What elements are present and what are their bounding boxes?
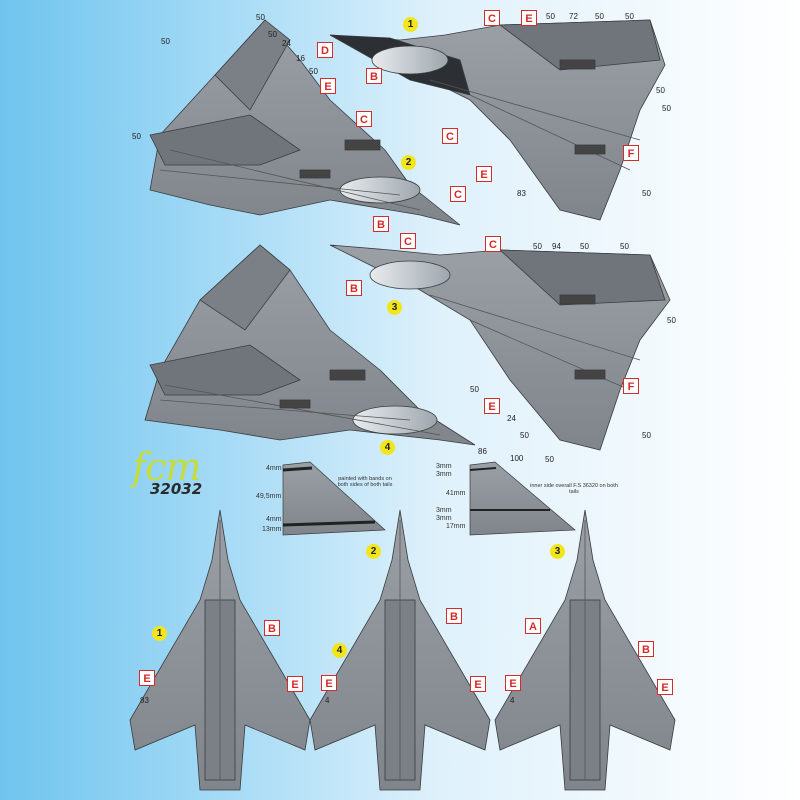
stencil-number: 50 — [642, 189, 651, 198]
stencil-number: 50 — [662, 104, 671, 113]
profile-1-side-view — [329, 19, 666, 221]
profile-number-1: 1 — [403, 17, 418, 32]
tail-dim: 17mm — [446, 523, 466, 530]
stencil-number: 50 — [625, 12, 634, 21]
decal-label-c: C — [442, 128, 458, 144]
top-view-number-3: 3 — [550, 544, 565, 559]
decal-label-e: E — [476, 166, 492, 182]
tail-left-illustration — [282, 461, 386, 536]
stencil-number: 50 — [595, 12, 604, 21]
decal-label-f: F — [623, 145, 639, 161]
stencil-number: 16 — [296, 54, 305, 63]
stencil-number: 50 — [256, 13, 265, 22]
profile-2-side-view — [149, 19, 461, 226]
tail-dim: 4mm — [266, 516, 282, 523]
stencil-number: 50 — [161, 37, 170, 46]
brand-name: fcm — [132, 445, 201, 489]
stencil-number: 50 — [656, 86, 665, 95]
decal-label-c: C — [400, 233, 416, 249]
stencil-number: 24 — [507, 414, 516, 423]
tail-dim: 3mm — [436, 515, 452, 522]
tail-right-illustration — [469, 461, 576, 536]
decal-label-c: C — [450, 186, 466, 202]
decal-label-e: E — [321, 675, 337, 691]
stencil-number: 50 — [642, 431, 651, 440]
stencil-number: 83 — [517, 189, 526, 198]
decal-label-b: B — [446, 608, 462, 624]
stencil-number: 86 — [478, 447, 487, 456]
decal-label-b: B — [366, 68, 382, 84]
top-view-1 — [129, 509, 311, 791]
stencil-number: 50 — [545, 455, 554, 464]
stencil-number: 50 — [309, 67, 318, 76]
decal-label-e: E — [139, 670, 155, 686]
stencil-number: 94 — [552, 242, 561, 251]
tail-dim: 49,5mm — [256, 493, 282, 500]
decal-label-e: E — [657, 679, 673, 695]
stencil-number: 83 — [140, 696, 149, 705]
stencil-number: 100 — [510, 454, 524, 463]
decal-label-e: E — [484, 398, 500, 414]
decal-label-e: E — [521, 10, 537, 26]
tail-dim: 3mm — [436, 463, 452, 470]
profile-3-side-view — [329, 244, 671, 451]
tail-dim: 41mm — [446, 490, 466, 497]
stencil-number: 50 — [533, 242, 542, 251]
stencil-number: 50 — [580, 242, 589, 251]
profile-4-side-view — [144, 244, 476, 446]
decal-label-c: C — [356, 111, 372, 127]
decal-label-e: E — [287, 676, 303, 692]
top-view-2 — [309, 509, 491, 791]
top-view-3 — [494, 509, 676, 791]
stencil-number: 50 — [470, 385, 479, 394]
stencil-number: 50 — [667, 316, 676, 325]
top-view-number-2: 2 — [366, 544, 381, 559]
stencil-number: 4 — [325, 696, 330, 705]
fcm-logo: fcm 32032 — [132, 448, 242, 498]
stencil-number: 4 — [510, 696, 515, 705]
decal-label-f: F — [623, 378, 639, 394]
profile-number-3: 3 — [387, 300, 402, 315]
stencil-number: 50 — [546, 12, 555, 21]
profile-number-4: 4 — [380, 440, 395, 455]
stencil-number: 50 — [620, 242, 629, 251]
decal-label-e: E — [470, 676, 486, 692]
profile-number-2: 2 — [401, 155, 416, 170]
stencil-number: 50 — [520, 431, 529, 440]
stencil-number: 24 — [282, 39, 291, 48]
tail-dim: 13mm — [262, 526, 282, 533]
decal-label-c: C — [484, 10, 500, 26]
decal-label-b: B — [346, 280, 362, 296]
tail-dim: 3mm — [436, 507, 452, 514]
decal-label-a: A — [525, 618, 541, 634]
decal-label-b: B — [264, 620, 280, 636]
decal-label-c: C — [485, 236, 501, 252]
stencil-number: 50 — [268, 30, 277, 39]
tail-dim: 4mm — [266, 465, 282, 472]
stencil-number: 50 — [132, 132, 141, 141]
top-view-number-1: 1 — [152, 626, 167, 641]
tail-note-right: inner side overall F.S 36320 on both tai… — [530, 483, 618, 495]
decal-label-b: B — [638, 641, 654, 657]
product-code: 32032 — [150, 480, 203, 498]
decal-label-e: E — [320, 78, 336, 94]
tail-dim: 3mm — [436, 471, 452, 478]
decal-label-e: E — [505, 675, 521, 691]
decal-label-d: D — [317, 42, 333, 58]
stencil-number: 72 — [569, 12, 578, 21]
tail-note-left: painted with bands on both sides of both… — [337, 476, 393, 488]
decal-label-b: B — [373, 216, 389, 232]
top-view-number-4: 4 — [332, 643, 347, 658]
